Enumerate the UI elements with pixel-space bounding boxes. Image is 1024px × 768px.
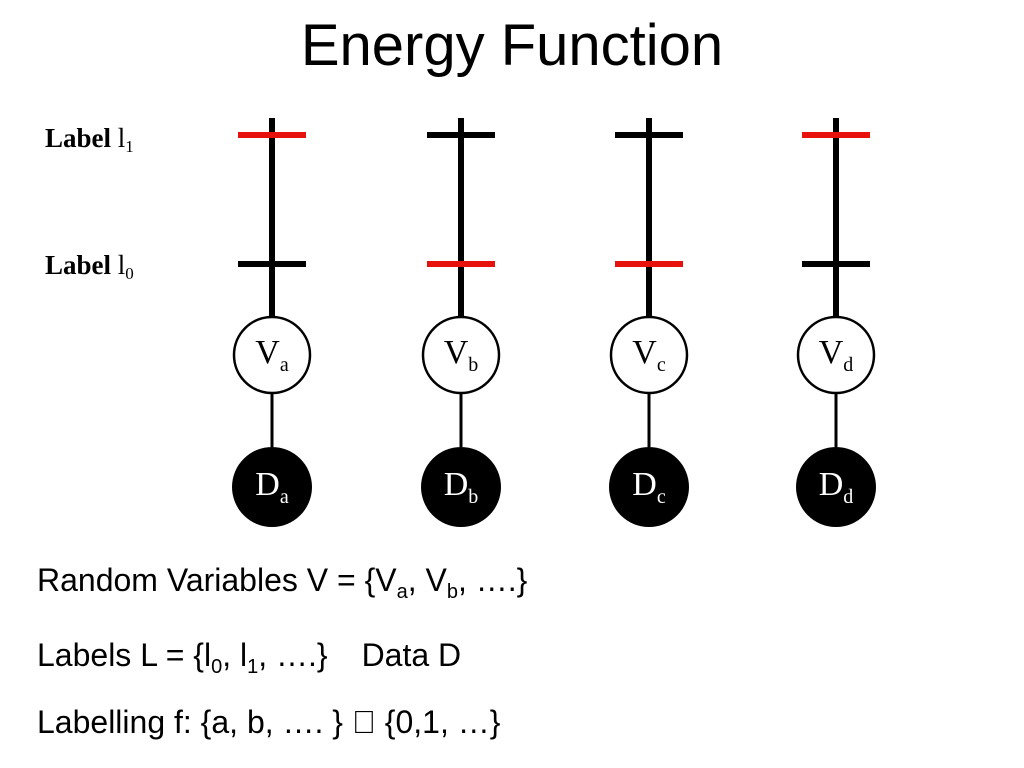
row-label-letter: l: [117, 123, 126, 153]
row-label-l0: Label l0: [45, 250, 134, 283]
labels-prefix: Labels L = {l: [37, 637, 212, 673]
data-node-label-a: Da: [255, 466, 289, 508]
variable-node-label-a: Va: [255, 334, 289, 376]
random-variables-line: Random Variables V = {Va, Vb, ….}: [37, 560, 528, 603]
variable-node-c: [609, 315, 689, 395]
rv-suffix: , ….}: [457, 562, 528, 598]
row-label-l1: Label l1: [45, 123, 134, 156]
data-node-b: [421, 447, 501, 527]
data-node-label-b: Db: [444, 466, 479, 508]
row-label-letter: l: [117, 250, 126, 280]
rv-prefix: Random Variables V = {V: [37, 562, 397, 598]
row-label-subscript: 0: [125, 264, 134, 283]
page-title: Energy Function: [300, 13, 724, 78]
row-label-word: Label: [45, 250, 112, 280]
variable-node-label-c: Vc: [632, 334, 666, 376]
row-label-subscript: 1: [125, 137, 134, 156]
data-d-text: Data D: [361, 637, 462, 673]
labelling-line: Labelling f: {a, b, …. }  {0,1, …}: [37, 704, 500, 740]
variable-node-label-b: Vb: [444, 334, 479, 376]
data-node-c: [609, 447, 689, 527]
variable-node-d: [796, 315, 876, 395]
variable-node-b: [421, 315, 501, 395]
labels-line: Labels L = {l0, l1, ….} Data D: [37, 635, 462, 678]
rv-sub-2: b: [446, 581, 458, 603]
data-node-d: [796, 447, 876, 527]
labels-sub-2: 1: [247, 656, 259, 678]
row-label-word: Label: [45, 123, 112, 153]
variable-node-label-d: Vd: [819, 334, 854, 376]
data-node-a: [232, 447, 312, 527]
data-node-label-c: Dc: [632, 466, 666, 508]
labels-suffix: , ….}: [258, 637, 328, 673]
rv-mid: , V: [407, 562, 447, 598]
labels-sub-1: 0: [211, 656, 223, 678]
data-node-label-d: Dd: [819, 466, 854, 508]
variable-node-a: [232, 315, 312, 395]
rv-sub-1: a: [396, 581, 408, 603]
labels-mid: , l: [222, 637, 248, 673]
